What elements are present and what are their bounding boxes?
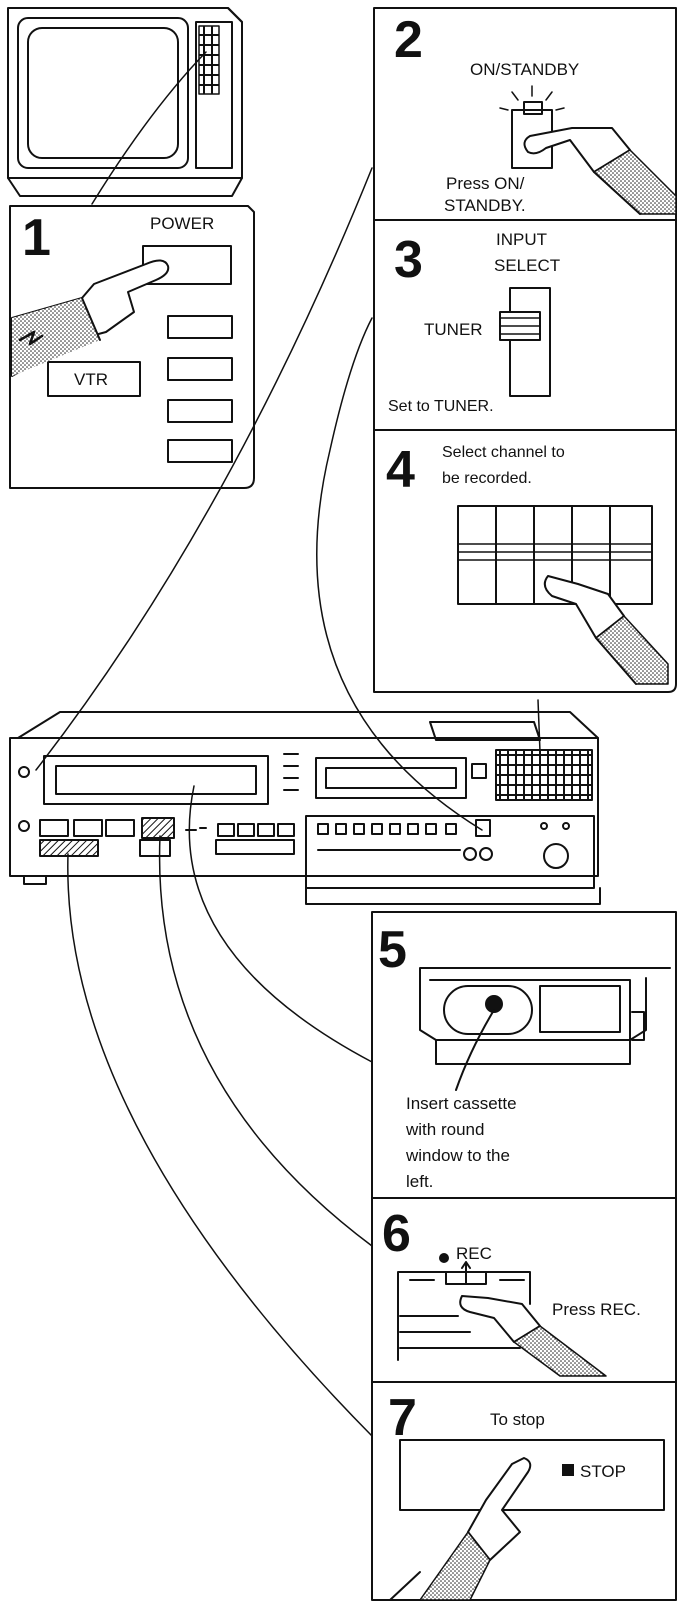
step-5-caption-line4: left.: [406, 1172, 433, 1192]
step-7-number: 7: [388, 1392, 417, 1444]
step-2-caption-line1: Press ON/: [446, 174, 524, 194]
vtr-button-label: VTR: [74, 370, 108, 390]
step-4-caption-line1: Select channel to: [442, 444, 565, 462]
step-5-caption-line3: window to the: [406, 1146, 510, 1166]
step-1-number: 1: [22, 212, 51, 264]
step-5-number: 5: [378, 924, 407, 976]
television-illustration: [8, 8, 242, 196]
steps-2-to-4-panel: [374, 8, 676, 692]
stop-button-label: STOP: [580, 1462, 626, 1482]
on-standby-label: ON/STANDBY: [470, 60, 579, 80]
step-4-caption-line2: be recorded.: [442, 470, 532, 488]
vcr-deck-illustration: [10, 712, 600, 904]
step-3-caption: Set to TUNER.: [388, 398, 494, 416]
step-5-caption-line1: Insert cassette: [406, 1094, 517, 1114]
step-5-caption-line2: with round: [406, 1120, 484, 1140]
steps-5-to-7-panel: [372, 912, 676, 1600]
power-label: POWER: [150, 214, 214, 234]
step-7-caption: To stop: [490, 1410, 545, 1430]
input-label: INPUT: [496, 230, 547, 250]
tuner-label: TUNER: [424, 320, 483, 340]
step-3-number: 3: [394, 234, 423, 286]
step-2-caption-line2: STANDBY.: [444, 196, 526, 216]
select-label: SELECT: [494, 256, 560, 276]
step-6-caption: Press REC.: [552, 1300, 641, 1320]
step-2-number: 2: [394, 14, 423, 66]
step-1-panel: [10, 52, 254, 488]
rec-label: REC: [456, 1244, 492, 1264]
step-4-number: 4: [386, 444, 415, 496]
step-6-number: 6: [382, 1208, 411, 1260]
